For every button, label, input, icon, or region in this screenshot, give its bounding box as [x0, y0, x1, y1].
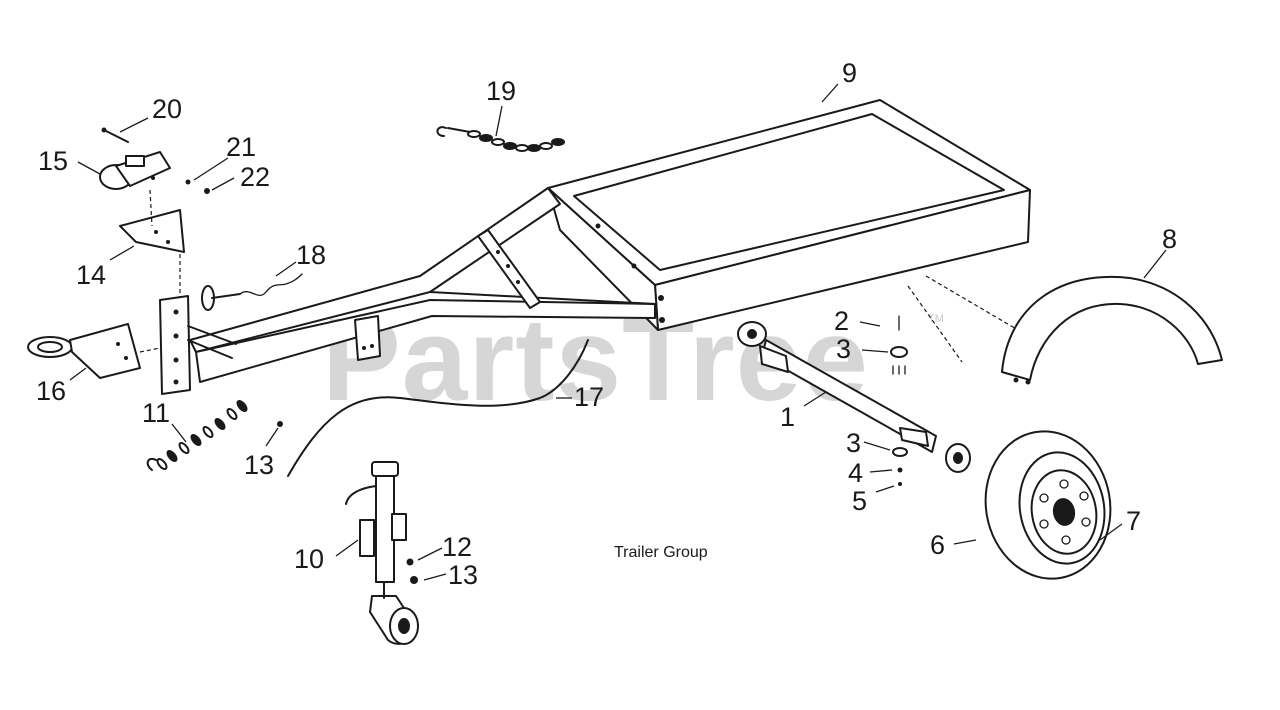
diagram-caption: Trailer Group	[614, 544, 708, 561]
jack-nut	[410, 576, 418, 584]
callout-13-jack: 13	[448, 560, 478, 590]
wheel	[984, 430, 1112, 580]
safety-chain-top	[436, 126, 565, 152]
light-cable	[287, 339, 589, 477]
callout-22: 22	[240, 162, 270, 192]
watermark-tm: TM	[928, 313, 944, 325]
axle	[737, 321, 971, 473]
tongue-jack	[345, 461, 419, 645]
nut-small	[277, 421, 283, 427]
callout-19: 19	[486, 76, 516, 106]
callout-1: 1	[780, 402, 795, 432]
callout-8: 8	[1162, 224, 1177, 254]
safety-chain-bottom	[146, 400, 248, 471]
callout-13: 13	[244, 450, 274, 480]
coupler-bracket	[119, 209, 185, 253]
callout-5: 5	[852, 486, 867, 516]
hitch-pin	[201, 273, 303, 311]
callout-10: 10	[294, 544, 324, 574]
bolt	[101, 127, 129, 143]
callout-9: 9	[842, 58, 857, 88]
callout-6: 6	[930, 530, 945, 560]
callout-18: 18	[296, 240, 326, 270]
callout-15: 15	[38, 146, 68, 176]
callout-21: 21	[226, 132, 256, 162]
callout-3-bottom: 3	[846, 428, 861, 458]
front-mount	[159, 295, 237, 395]
callout-3-top: 3	[836, 334, 851, 364]
jack-pin	[406, 558, 414, 566]
washer-nut	[185, 179, 210, 194]
axle-hardware	[890, 315, 908, 486]
callout-12: 12	[442, 532, 472, 562]
hitch-coupler	[99, 151, 171, 190]
callout-16: 16	[36, 376, 66, 406]
callout-20: 20	[152, 94, 182, 124]
callout-17: 17	[574, 382, 604, 412]
trailer-frame	[189, 99, 1031, 383]
callout-4: 4	[848, 458, 863, 488]
fender	[1001, 275, 1223, 385]
callout-14: 14	[76, 260, 106, 290]
tongue-bracket	[27, 323, 141, 379]
leader-lines	[69, 83, 1167, 581]
callout-2: 2	[834, 306, 849, 336]
callout-11: 11	[142, 398, 170, 428]
callout-7: 7	[1126, 506, 1141, 536]
